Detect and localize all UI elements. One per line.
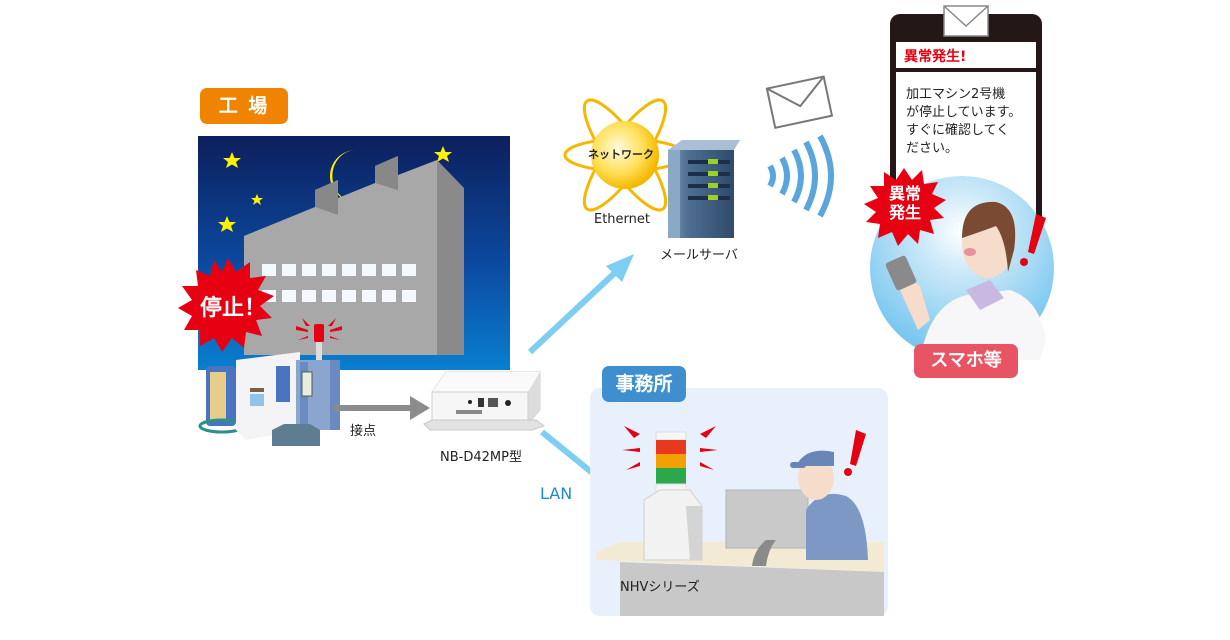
nhv-signal-tower <box>622 426 718 561</box>
star-icon <box>223 152 241 168</box>
stop-burst-label: 停止！ <box>199 296 266 321</box>
mail-server <box>668 140 740 238</box>
mail-body-line: すぐに確認してく <box>906 123 1010 138</box>
wireless-icon <box>767 134 834 218</box>
mail-title: 異常発生! <box>904 49 967 65</box>
contact-label: 接点 <box>350 424 377 439</box>
mail-server-label: メールサーバ <box>660 248 738 263</box>
device-model-label: NB-D42MP型 <box>440 450 522 465</box>
alert-burst-label: 異常 発生 <box>880 184 930 222</box>
machine-tool <box>198 318 342 446</box>
contact-arrow <box>334 396 430 420</box>
nb-d42mp-device <box>423 371 546 431</box>
ethernet-arrow <box>527 254 634 355</box>
network-globe <box>563 98 687 212</box>
star-icon <box>434 146 452 162</box>
nhv-series-label: NHVシリーズ <box>620 580 700 595</box>
exclamation-icon <box>844 430 866 476</box>
factory-windows <box>262 264 416 302</box>
ethernet-label: Ethernet <box>594 212 650 227</box>
monitor <box>725 489 809 566</box>
smartphone-tag: スマホ等 <box>914 344 1018 378</box>
star-icon <box>218 216 236 232</box>
factory-tag: 工 場 <box>200 88 288 124</box>
envelope-icon <box>765 75 834 129</box>
mail-body-line: 加工マシン2号機 <box>906 87 1006 102</box>
network-globe-label: ネットワーク <box>588 148 654 161</box>
alert-burst <box>864 168 946 246</box>
mail-body-line: が停止しています。 <box>906 105 1022 120</box>
office-tag: 事務所 <box>602 366 686 402</box>
stop-burst <box>178 258 274 352</box>
mail-body: 加工マシン2号機 が停止しています。 すぐに確認してく ださい。 <box>906 86 1021 158</box>
lan-label: LAN <box>540 484 573 503</box>
person-smartphone-user <box>885 201 1046 360</box>
star-icon <box>251 194 263 205</box>
factory-building <box>244 156 437 355</box>
exclamation-icon <box>1020 214 1046 266</box>
alert-burst-line: 異常 <box>888 184 921 203</box>
alert-burst-line: 発生 <box>888 203 921 222</box>
office-worker <box>790 450 868 560</box>
mail-body-line: ださい。 <box>906 141 959 156</box>
